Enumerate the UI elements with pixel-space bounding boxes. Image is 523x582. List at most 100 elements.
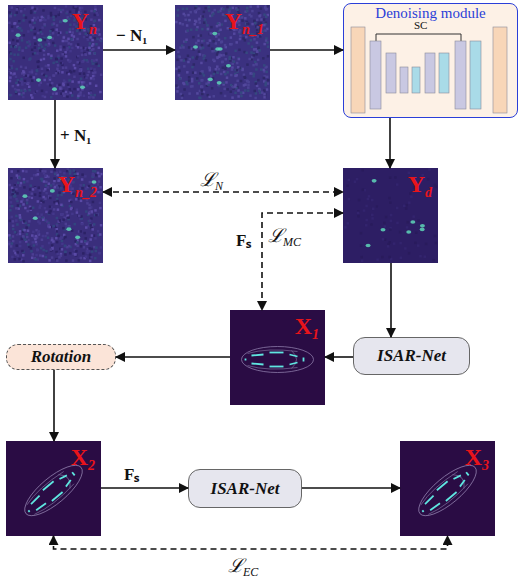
noise-pixel — [247, 86, 250, 89]
node-label: Denoising module — [344, 5, 517, 22]
edge-label: + N₁ — [60, 126, 91, 146]
image-texture — [8, 168, 103, 263]
noise-pixel — [41, 90, 44, 93]
loss-symbol: ℒ — [200, 166, 216, 192]
noise-pixel — [417, 219, 420, 222]
noise-pixel — [47, 17, 50, 20]
noise-pixel — [48, 226, 51, 229]
noise-pixel — [37, 65, 40, 68]
text-holder: X1 — [295, 313, 319, 343]
noise-pixel — [360, 232, 363, 235]
noise-pixel — [64, 251, 67, 254]
noise-pixel — [250, 39, 253, 42]
noise-pixel — [27, 224, 30, 227]
noise-pixel — [15, 45, 17, 48]
noise-pixel — [237, 69, 240, 72]
noise-pixel — [93, 223, 96, 226]
noise-pixel — [81, 81, 84, 84]
scatter-spot — [63, 19, 68, 23]
noise-pixel — [15, 207, 18, 210]
noise-pixel — [32, 253, 35, 256]
noise-pixel — [56, 68, 59, 71]
noise-pixel — [75, 250, 78, 253]
noise-pixel — [69, 252, 72, 255]
noise-pixel — [435, 242, 438, 245]
noise-pixel — [39, 195, 42, 198]
denoising-module: Denoising moduleSC — [343, 3, 518, 118]
noise-pixel — [43, 74, 46, 77]
noise-pixel — [83, 246, 86, 249]
noise-pixel — [428, 168, 431, 171]
noise-pixel — [254, 61, 257, 64]
noise-pixel — [63, 79, 66, 82]
noise-pixel — [88, 52, 91, 55]
noise-pixel — [253, 38, 256, 41]
noise-pixel — [414, 242, 417, 245]
noise-pixel — [194, 71, 197, 74]
noise-pixel — [70, 208, 73, 211]
noise-pixel — [86, 74, 89, 77]
noise-pixel — [255, 92, 257, 95]
noise-pixel — [246, 63, 249, 66]
noise-pixel — [371, 217, 374, 220]
noise-pixel — [17, 204, 20, 207]
noise-pixel — [198, 7, 201, 10]
noise-pixel — [9, 80, 12, 83]
noise-pixel — [184, 19, 187, 22]
noise-pixel — [370, 223, 373, 226]
noise-pixel — [16, 192, 19, 195]
noise-pixel — [76, 241, 79, 244]
node-label: X — [295, 313, 312, 340]
noise-pixel — [55, 61, 58, 64]
noise-pixel — [10, 52, 13, 55]
scatter-segment — [422, 510, 423, 512]
noise-pixel — [233, 60, 236, 63]
noise-pixel — [212, 40, 215, 43]
noise-pixel — [206, 42, 209, 45]
noise-pixel — [211, 87, 214, 90]
noise-pixel — [50, 12, 53, 15]
scatter-segment — [252, 364, 264, 365]
noise-pixel — [194, 20, 197, 23]
noise-pixel — [30, 29, 33, 32]
noise-pixel — [61, 213, 64, 216]
scatter-segment — [52, 492, 63, 501]
noise-pixel — [86, 84, 89, 87]
noise-pixel — [81, 222, 84, 225]
noise-pixel — [67, 83, 70, 86]
noise-pixel — [71, 213, 74, 216]
noise-pixel — [197, 39, 200, 42]
noise-pixel — [264, 93, 267, 96]
noise-pixel — [97, 191, 100, 194]
noise-pixel — [88, 207, 91, 210]
noise-pixel — [94, 62, 97, 65]
noise-pixel — [238, 49, 241, 52]
noise-pixel — [94, 209, 97, 212]
isar-target — [400, 441, 495, 536]
noise-pixel — [38, 216, 41, 219]
noise-pixel — [68, 18, 71, 21]
noise-pixel — [97, 230, 100, 233]
node-sublabel: SC — [414, 19, 427, 31]
noise-pixel — [72, 259, 75, 262]
noise-pixel — [95, 63, 98, 66]
noise-pixel — [48, 212, 51, 215]
noise-pixel — [23, 181, 26, 184]
noise-pixel — [25, 170, 28, 173]
noise-pixel — [60, 254, 63, 257]
noise-pixel — [98, 47, 101, 50]
noise-pixel — [16, 223, 19, 226]
noise-pixel — [81, 60, 84, 63]
noise-pixel — [387, 243, 390, 246]
noise-pixel — [94, 71, 97, 74]
noise-pixel — [263, 43, 266, 46]
noise-pixel — [198, 18, 201, 21]
noise-pixel — [30, 250, 32, 253]
noise-pixel — [35, 254, 38, 256]
scatter-spot — [372, 179, 377, 183]
noise-pixel — [77, 88, 80, 91]
noise-pixel — [196, 77, 199, 80]
scatter-segment — [430, 503, 440, 511]
noise-pixel — [208, 96, 211, 99]
noise-pixel — [220, 73, 223, 76]
